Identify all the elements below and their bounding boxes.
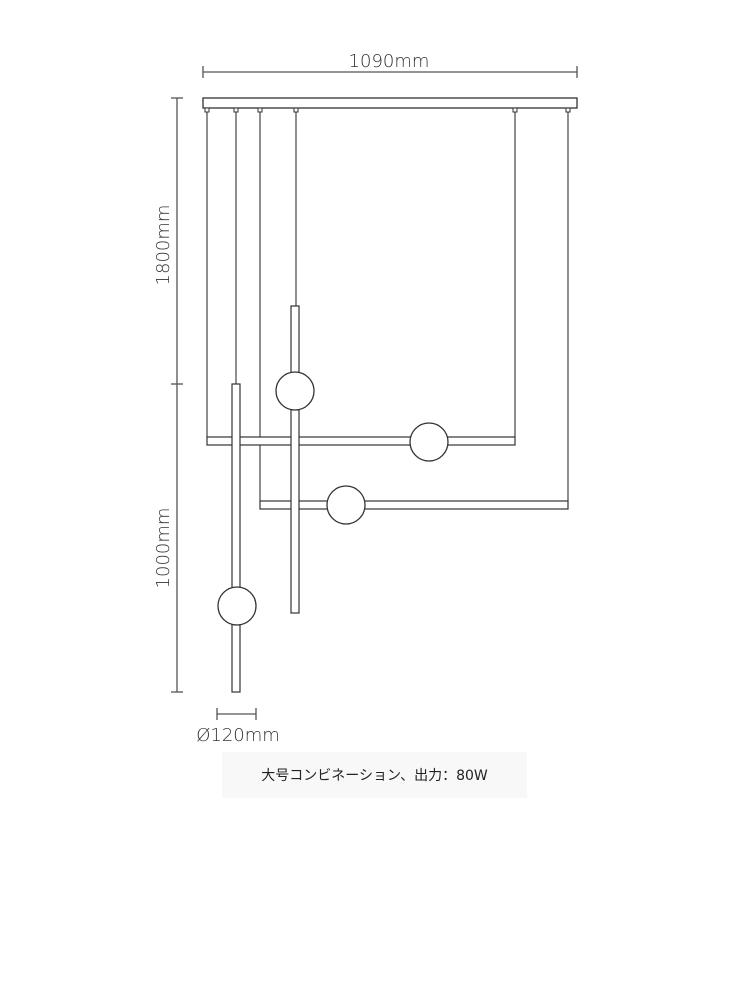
vertical-tube-left [231,383,241,693]
horizontal-bar-upper [206,436,516,446]
height-dimension [171,97,183,693]
caption-box: 大号コンビネーション、出力：80W [222,752,527,798]
height-lower-label: 1000mm [153,508,174,589]
ceiling-canopy [202,97,578,109]
width-dimension [202,66,578,78]
vertical-tube-right [290,305,300,614]
height-total-label: 1800mm [153,205,174,286]
globe-lights [217,371,449,626]
suspension-cords [206,108,569,501]
cord-connectors [204,107,571,113]
horizontal-bar-lower [259,500,569,510]
caption-text: 大号コンビネーション、出力：80W [261,768,488,784]
diameter-label: Ø120mm [196,725,280,746]
width-label: 1090mm [349,51,430,72]
diameter-dimension [216,708,257,720]
